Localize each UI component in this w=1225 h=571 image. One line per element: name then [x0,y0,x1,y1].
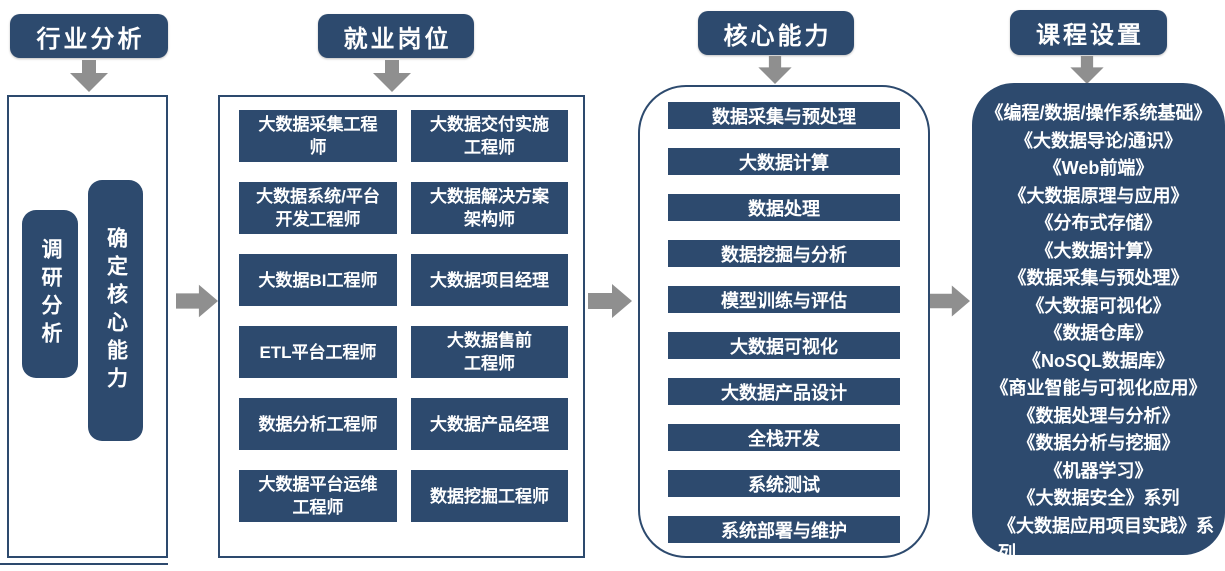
right-arrow-icon [176,284,218,318]
course-item: 《大数据计算》 [1035,240,1162,261]
stage-header-jobs: 就业岗位 [318,14,474,58]
right-arrow-icon [930,285,970,317]
course-item: 《机器学习》 [1044,460,1153,481]
capability-item: 大数据可视化 [668,332,900,359]
stage-header-courses: 课程设置 [1010,10,1167,55]
down-arrow-icon [373,60,411,92]
course-item: 《商业智能与可视化应用》 [990,378,1207,398]
capability-item: 数据处理 [668,194,900,221]
job-item: 数据挖掘工程师 [411,470,568,522]
capability-item: 全栈开发 [668,424,900,451]
course-item: 《数据仓库》 [1044,323,1153,343]
capability-item: 数据采集与预处理 [668,102,900,129]
capabilities-list: 数据采集与预处理大数据计算数据处理数据挖掘与分析模型训练与评估大数据可视化大数据… [640,102,928,543]
course-item: 《大数据应用项目实践》系 列 [998,515,1214,564]
course-item: 《NoSQL数据库》 [1023,350,1174,371]
course-item: 《数据采集与预处理》 [1008,268,1189,288]
define-core-ability-pill: 确定核心能力 [88,180,143,441]
course-item: 《大数据可视化》 [1026,295,1171,316]
job-item: 大数据交付实施 工程师 [411,110,568,162]
job-item: 大数据售前 工程师 [411,326,568,378]
course-item: 《编程/数据/操作系统基础》 [985,103,1212,123]
down-arrow-icon [758,56,792,84]
capability-item: 系统部署与维护 [668,516,900,543]
capability-item: 大数据计算 [668,148,900,175]
stage-header-core-capabilities: 核心能力 [698,11,854,55]
capability-item: 大数据产品设计 [668,378,900,405]
job-item: 大数据采集工程 师 [239,110,397,162]
course-item: 《大数据导论/通识》 [1014,130,1182,151]
job-item: ETL平台工程师 [239,326,397,378]
down-arrow-icon [70,60,108,92]
job-item: 大数据解决方案 架构师 [411,182,568,234]
courses-panel: 《编程/数据/操作系统基础》《大数据导论/通识》《Web前端》《大数据原理与应用… [972,83,1225,563]
course-item: 《分布式存储》 [1035,213,1162,233]
jobs-column-left: 大数据采集工程 师大数据系统/平台 开发工程师大数据BI工程师 ETL平台工程师数… [239,110,397,522]
courses-list: 《编程/数据/操作系统基础》《大数据导论/通识》《Web前端》《大数据原理与应用… [972,100,1225,568]
stage-header-industry-analysis: 行业分析 [10,14,168,58]
job-item: 数据分析工程师 [239,398,397,450]
bottom-edge-line [0,563,168,565]
jobs-column-right: 大数据交付实施 工程师大数据解决方案 架构师大数据项目经理大数据售前 工程师大数… [411,110,568,522]
capability-item: 数据挖掘与分析 [668,240,900,267]
job-item: 大数据系统/平台 开发工程师 [239,182,397,234]
job-item: 大数据平台运维 工程师 [239,470,397,522]
course-item: 《大数据原理与应用》 [1008,185,1189,206]
down-arrow-icon [1070,56,1104,84]
research-analysis-pill: 调研分析 [22,210,78,378]
job-item: 大数据BI工程师 [239,254,397,306]
course-item: 《数据处理与分析》 [1017,405,1180,426]
course-item: 《大数据安全》系列 [1017,488,1180,508]
industry-analysis-panel: 调研分析 确定核心能力 [7,95,168,558]
right-arrow-icon [588,284,632,318]
job-item: 大数据产品经理 [411,398,568,450]
capabilities-panel: 数据采集与预处理大数据计算数据处理数据挖掘与分析模型训练与评估大数据可视化大数据… [638,85,930,558]
course-item: 《Web前端》 [1043,158,1154,178]
capability-item: 系统测试 [668,470,900,497]
course-item: 《数据分析与挖掘》 [1017,433,1180,453]
capability-item: 模型训练与评估 [668,286,900,313]
job-item: 大数据项目经理 [411,254,568,306]
